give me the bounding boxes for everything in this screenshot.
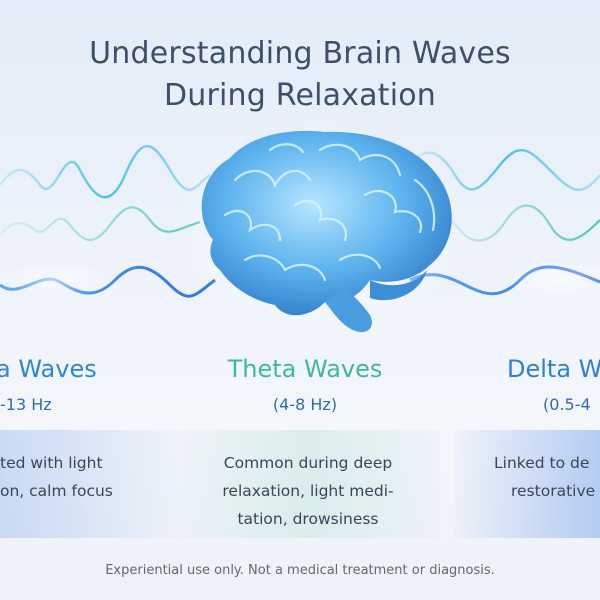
delta-range: (0.5-4 (543, 395, 591, 414)
brain-wave-lines (0, 145, 600, 300)
disclaimer-footer: Experiential use only. Not a medical tre… (105, 563, 495, 578)
alpha-range: -13 Hz (0, 395, 52, 414)
delta-heading: Delta W (507, 355, 600, 383)
alpha-desc-line-1: ted with light (0, 454, 103, 472)
alpha-heading: a Waves (0, 355, 97, 383)
delta-desc-line-2: restorative (511, 482, 596, 500)
theta-panel (175, 430, 440, 538)
title-line-1: Understanding Brain Waves (89, 36, 511, 71)
theta-desc-line-3: tation, drowsiness (237, 510, 379, 528)
theta-range: (4-8 Hz) (272, 395, 338, 414)
delta-desc-line-1: Linked to de (494, 454, 590, 472)
alpha-panel (0, 430, 175, 538)
theta-heading: Theta Waves (227, 355, 383, 383)
theta-desc-line-2: relaxation, light medi- (222, 482, 394, 500)
theta-desc-line-1: Common during deep (223, 454, 393, 472)
alpha-desc-line-2: on, calm focus (0, 482, 113, 500)
title-line-2: During Relaxation (163, 78, 437, 113)
brain-icon (175, 120, 465, 335)
delta-panel (455, 430, 600, 538)
